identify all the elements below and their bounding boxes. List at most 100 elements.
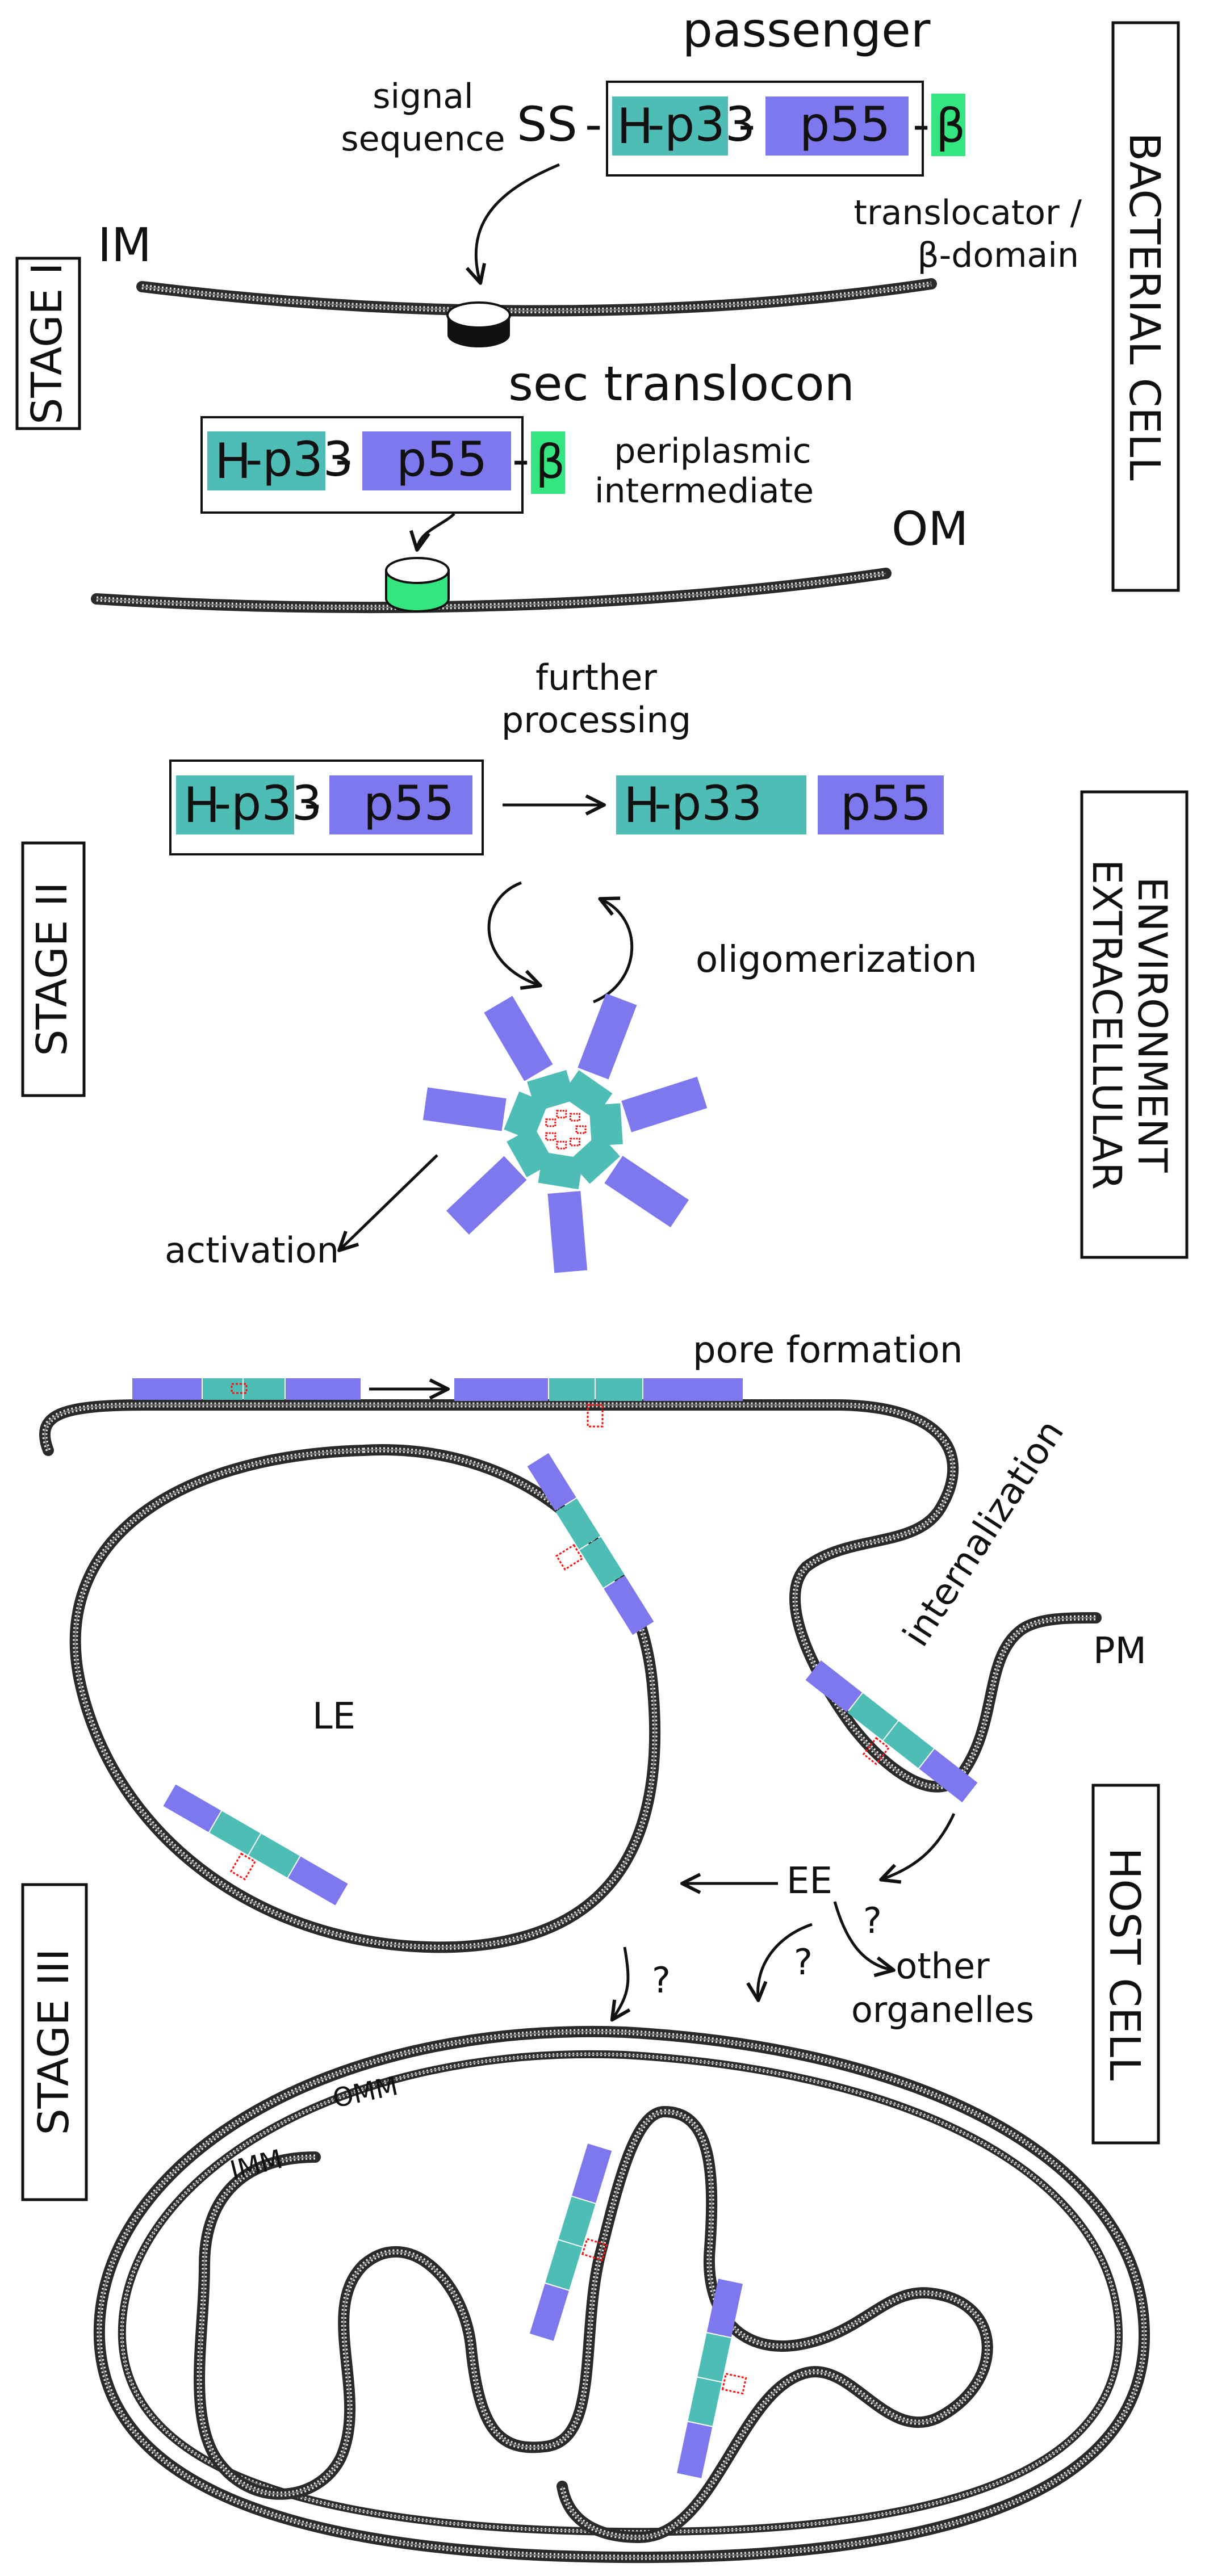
heptamer-p55-block (604, 1156, 689, 1228)
processed-p33-dash: - (304, 775, 321, 831)
periplasmic-p55-block (362, 431, 511, 490)
heptamer-p33-block (527, 1070, 575, 1112)
heptamer-core-mark (569, 1138, 580, 1147)
other-organelles-label-line2: organelles (851, 1989, 1034, 2030)
oligomerization-arrow-left (487, 881, 542, 990)
heptamer-subunit (446, 1126, 554, 1235)
signal-sequence-label-line2: sequence (341, 119, 505, 159)
pore-internalization-p55-right (919, 1749, 978, 1803)
periplasmic-beta-label: β (535, 435, 565, 489)
ss-label: SS (517, 97, 578, 152)
outer-membrane-midline (96, 572, 886, 609)
bacterial-cell-label: BACTERIAL CELL (1120, 132, 1169, 480)
heptamer-core-mark (569, 1113, 580, 1122)
pore-le-left-p55-left (163, 1784, 221, 1832)
h-residue-label: H (617, 98, 654, 155)
pore-internalization-p33-right (883, 1721, 934, 1768)
pore-le-left-p33-right (249, 1834, 300, 1878)
further-processing-label-line2: processing (501, 699, 691, 741)
periplasmic-to-om-arrow (409, 513, 455, 552)
heptamer-core-mark (545, 1118, 556, 1127)
activation-arrow (337, 1154, 438, 1252)
plasma-membrane-midline (44, 1404, 1097, 1788)
processed-h-dash: - (214, 775, 231, 831)
pore-mito-lower-core (721, 2372, 747, 2395)
cleaved-p33-block (616, 775, 806, 834)
signal-sequence-label-line1: signal (373, 77, 473, 116)
passenger-label: passenger (683, 2, 931, 58)
cleaved-h-dash: - (654, 775, 671, 831)
pore-mito-upper-p33-left (545, 2240, 583, 2290)
periplasmic-p33-block (207, 431, 325, 490)
pore-mito-upper-p33-right (558, 2196, 596, 2247)
periplasmic-label-line2: intermediate (595, 471, 814, 511)
processed-p55-label: p55 (363, 775, 454, 831)
p33-dash: - (738, 97, 755, 152)
stage2-label-box: STAGE II (21, 841, 86, 1097)
h-dash: - (647, 97, 664, 152)
surface-toxin-flat (132, 1378, 361, 1400)
heptamer-p55-block (621, 1076, 708, 1132)
surface-toxin-inserted (454, 1378, 743, 1428)
heptamer-core-mark (575, 1125, 587, 1134)
further-processing-label-line1: further (535, 657, 657, 698)
pore-le-left-core (229, 1852, 257, 1881)
stage2-label: STAGE II (28, 882, 77, 1056)
heptamer-subunit (568, 1133, 689, 1228)
heptamer-core-mark (556, 1110, 567, 1119)
pore-le-left-p33-left (209, 1811, 261, 1855)
oligomerization-arrow-right (593, 896, 634, 1004)
heptamer-p55-block (578, 993, 637, 1080)
pm-label: PM (1093, 1630, 1147, 1672)
pore-le-right-p55-right (604, 1575, 654, 1635)
stage1-label-box: STAGE I (15, 257, 81, 430)
pore-le-right-core (555, 1543, 584, 1571)
inserted-pores-layer (163, 1453, 978, 2478)
om-label: OM (892, 502, 968, 556)
pore-le-right-p33-left (555, 1498, 601, 1550)
mitochondrion-omm-midline (98, 2030, 1145, 2558)
pore-le-right-p55-left (527, 1453, 576, 1511)
periplasmic-h-dash: - (245, 431, 262, 487)
heptamer-p33-block (507, 1126, 554, 1177)
pm-to-ee-arrow (879, 1813, 956, 1884)
p55-dash: - (913, 97, 930, 152)
stage3-label: STAGE III (30, 1949, 78, 2136)
pore-internalization (805, 1660, 978, 1803)
pore-mito-upper (529, 2143, 612, 2341)
mitochondrion-omm-inner (118, 2050, 1123, 2536)
passenger-processed-box (169, 760, 484, 855)
translocator-label-line2: β-domain (917, 236, 1079, 275)
periplasmic-p33-label: p33 (262, 431, 353, 487)
inner-membrane-midline (141, 283, 932, 312)
pore-mito-lower-p33-right (697, 2333, 731, 2382)
pore-mito-lower-p55-left (677, 2422, 713, 2478)
periplasmic-beta-block (531, 431, 565, 494)
pore-le-left-p55-right (288, 1856, 348, 1906)
heptamer-p55-block (446, 1156, 527, 1235)
mitochondrion-omm (93, 2025, 1150, 2564)
im-label: IM (98, 219, 152, 272)
pore-internalization-p55-left (805, 1660, 863, 1713)
cleaved-p55-block (818, 775, 944, 834)
sec-translocon-label: sec translocon (508, 356, 855, 412)
pore-mito-lower (677, 2279, 747, 2478)
cleaved-p33-label: p33 (671, 775, 762, 831)
mitochondrion-imm (194, 2105, 993, 2544)
extracellular-label-line2: ENVIRONMENT (1129, 877, 1175, 1173)
ss-dash: - (585, 97, 602, 152)
p55-label: p55 (800, 97, 890, 152)
stage3-label-box: STAGE III (21, 1883, 88, 2201)
inner-membrane (136, 278, 937, 317)
p33-domain-block (612, 97, 728, 156)
ee-to-mito-question: ? (794, 1941, 813, 1983)
le-to-mito-arrow (610, 1946, 631, 2022)
periplasmic-box (200, 416, 524, 514)
heptamer-core-mark (556, 1140, 567, 1149)
processed-p33-block (176, 775, 294, 834)
periplasmic-h-label: H (215, 433, 252, 490)
pore-mito-lower-p55-right (706, 2279, 743, 2338)
host-cell-label-box: HOST CELL (1091, 1784, 1160, 2145)
